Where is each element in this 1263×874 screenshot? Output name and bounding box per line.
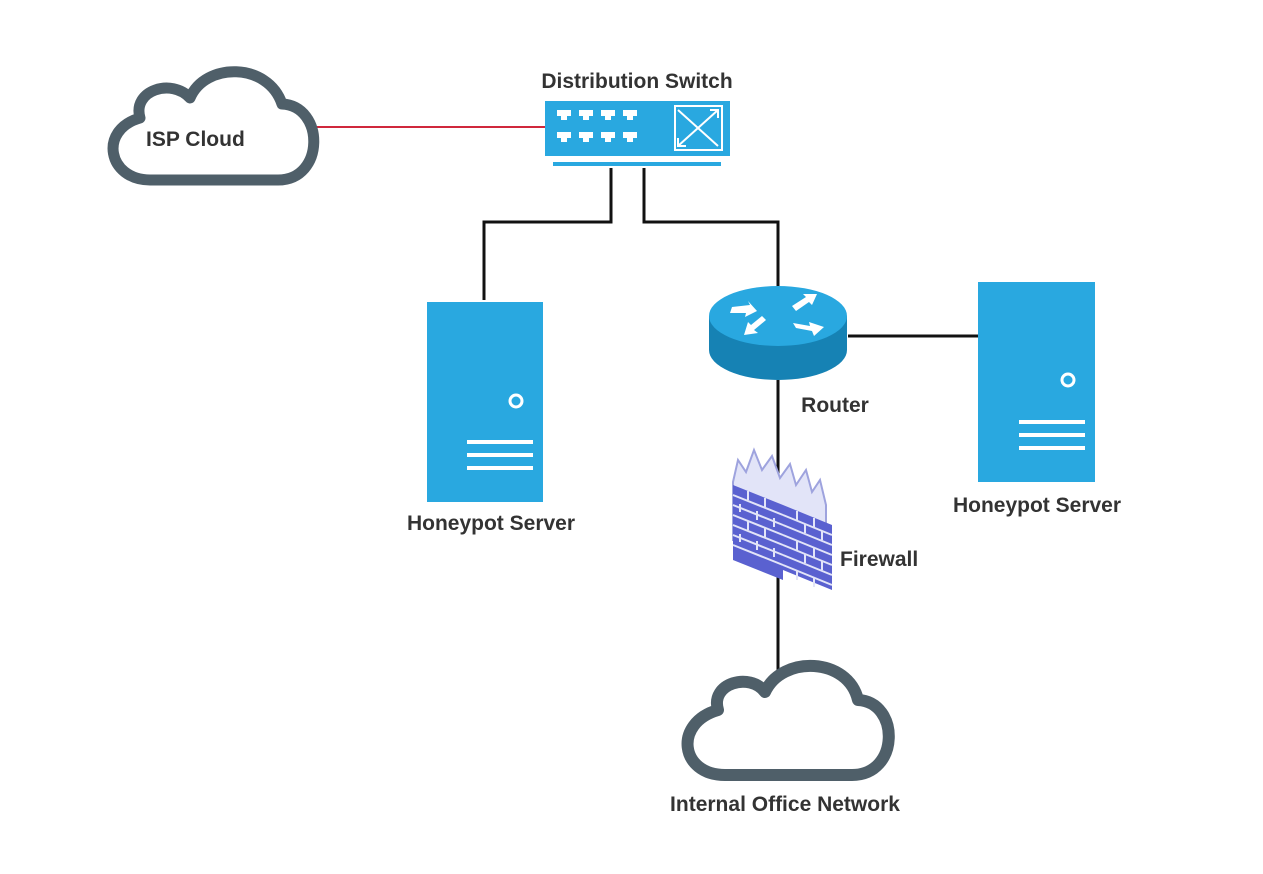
internal-office-network-label: Internal Office Network xyxy=(670,793,900,816)
router-label: Router xyxy=(801,394,869,417)
firewall-icon xyxy=(732,447,833,590)
switch-icon xyxy=(545,101,730,166)
isp-cloud-icon xyxy=(107,66,320,186)
internal-network-cloud-icon xyxy=(681,659,895,781)
edge-switch-router xyxy=(642,168,780,292)
isp-cloud-label: ISP Cloud xyxy=(146,128,245,151)
server-icon-right xyxy=(978,282,1095,482)
honeypot-server-right-label: Honeypot Server xyxy=(952,494,1122,517)
server-icon-left xyxy=(427,302,543,502)
edge-switch-honeypot-left xyxy=(482,168,613,300)
honeypot-server-left-label: Honeypot Server xyxy=(406,512,576,535)
firewall-label: Firewall xyxy=(840,548,919,571)
distribution-switch-label: Distribution Switch xyxy=(541,70,733,93)
router-icon xyxy=(709,286,847,380)
